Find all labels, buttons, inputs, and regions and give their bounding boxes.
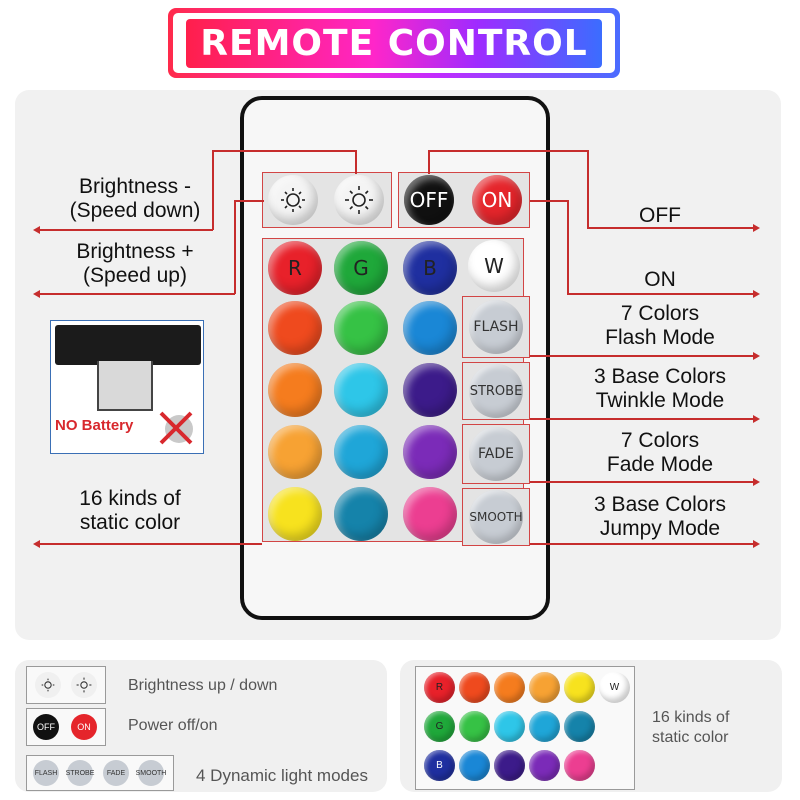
blue-button[interactable]: B: [403, 241, 457, 295]
smooth-mode-label: 3 Base Colors Jumpy Mode: [594, 493, 726, 540]
flash-mini-icon: FLASH: [33, 760, 59, 786]
flash-mode-label: 7 Colors Flash Mode: [605, 302, 715, 349]
legend-brightness-icons: [26, 666, 106, 704]
brightness-down-button[interactable]: [268, 175, 318, 225]
brightness-down-label: Brightness - (Speed down): [69, 175, 201, 222]
legend-color-grid: R W G B: [415, 666, 635, 790]
color-button[interactable]: [403, 487, 457, 541]
mini-color: [459, 711, 490, 742]
page-title: REMOTE CONTROL: [186, 18, 602, 68]
color-button[interactable]: [268, 301, 322, 355]
mini-color: [564, 711, 595, 742]
fade-button[interactable]: FADE: [469, 427, 523, 481]
legend-power-text: Power off/on: [128, 717, 218, 734]
static-color-label: 16 kinds of static color: [79, 487, 181, 534]
mini-color: [529, 672, 560, 703]
sun-down-icon: [281, 188, 305, 212]
smooth-button[interactable]: SMOOTH: [469, 490, 523, 544]
no-battery-label: NO Battery: [55, 417, 134, 434]
mini-color: [494, 711, 525, 742]
legend-dynamic-text: 4 Dynamic light modes: [196, 766, 368, 785]
flash-button[interactable]: FLASH: [469, 300, 523, 354]
strobe-button[interactable]: STROBE: [469, 364, 523, 418]
color-button[interactable]: [268, 425, 322, 479]
off-mini-icon: OFF: [33, 714, 59, 740]
legend-static-text: 16 kinds of static color: [652, 709, 730, 746]
strobe-mode-label: 3 Base Colors Twinkle Mode: [594, 365, 726, 412]
legend-mode-icons: FLASH STROBE FADE SMOOTH: [26, 755, 174, 791]
brightness-up-button[interactable]: [334, 175, 384, 225]
off-label: OFF: [639, 204, 681, 227]
color-button[interactable]: [403, 301, 457, 355]
sun-up-icon: [345, 186, 373, 214]
mini-white: W: [599, 672, 630, 703]
on-button[interactable]: ON: [472, 175, 522, 225]
color-button[interactable]: [334, 363, 388, 417]
mini-red: R: [424, 672, 455, 703]
mini-color: [564, 672, 595, 703]
on-label: ON: [644, 268, 676, 291]
mini-color: [529, 750, 560, 781]
mini-color: [494, 672, 525, 703]
red-button[interactable]: R: [268, 241, 322, 295]
mini-blue: B: [424, 750, 455, 781]
green-button[interactable]: G: [334, 241, 388, 295]
battery-slot-image: [55, 325, 201, 365]
battery-tray: [97, 361, 153, 411]
color-button[interactable]: [334, 487, 388, 541]
mini-color: [459, 750, 490, 781]
sun-down-icon: [35, 672, 61, 698]
sun-up-icon: [71, 672, 97, 698]
color-button[interactable]: [334, 425, 388, 479]
title-banner: REMOTE CONTROL: [168, 8, 620, 78]
mini-color: [529, 711, 560, 742]
color-button[interactable]: [268, 363, 322, 417]
color-button[interactable]: [334, 301, 388, 355]
color-button[interactable]: [403, 425, 457, 479]
fade-mini-icon: FADE: [103, 760, 129, 786]
brightness-up-label: Brightness + (Speed up): [76, 240, 194, 287]
color-button[interactable]: [403, 363, 457, 417]
mini-color: [564, 750, 595, 781]
off-button[interactable]: OFF: [404, 175, 454, 225]
fade-mode-label: 7 Colors Fade Mode: [606, 429, 714, 476]
on-mini-icon: ON: [71, 714, 97, 740]
legend-power-icons: OFF ON: [26, 708, 106, 746]
no-battery-panel: NO Battery: [50, 320, 204, 454]
white-button[interactable]: W: [468, 240, 520, 292]
smooth-mini-icon: SMOOTH: [136, 760, 166, 786]
mini-color: [494, 750, 525, 781]
cross-icon: [155, 407, 197, 449]
legend-brightness-text: Brightness up / down: [128, 677, 278, 694]
mini-color: [459, 672, 490, 703]
color-button[interactable]: [268, 487, 322, 541]
mini-green: G: [424, 711, 455, 742]
strobe-mini-icon: STROBE: [66, 760, 94, 786]
